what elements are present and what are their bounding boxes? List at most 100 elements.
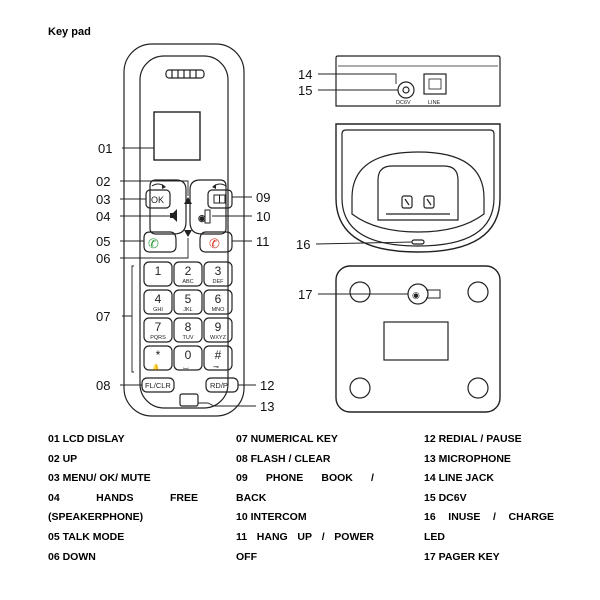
legend-item-07: 07 NUMERICAL KEY xyxy=(236,433,338,445)
legend-item-09-c: BOOK xyxy=(321,472,353,485)
keypad-key[interactable] xyxy=(143,317,173,343)
legend-item-16-cont: LED xyxy=(424,530,445,543)
legend-column-2: 07 NUMERICAL KEY 08 FLASH / CLEAR 09 PHO… xyxy=(236,430,374,567)
legend-item-16-c: / xyxy=(492,511,496,524)
charger-cradle xyxy=(335,123,501,253)
keypad-key[interactable] xyxy=(173,289,203,315)
speaker-icon[interactable] xyxy=(170,209,177,222)
keypad-digit: 8 xyxy=(185,320,192,334)
legend-item-09: 09 PHONE BOOK / xyxy=(236,469,374,489)
ok-label: OK xyxy=(151,195,164,205)
legend-item-16-b: INUSE xyxy=(448,511,481,524)
legend-item-11: 11 HANG UP / POWER xyxy=(236,528,374,548)
keypad-digit: 7 xyxy=(155,320,162,334)
legend-item-16-a: 16 xyxy=(424,511,436,524)
line-jack xyxy=(423,73,447,95)
svg-text:◉: ◉ xyxy=(198,213,206,223)
legend-item-05: 05 TALK MODE xyxy=(48,530,125,543)
callout-16: 16 xyxy=(296,237,310,252)
legend-item-04-cont: (SPEAKERPHONE) xyxy=(48,511,144,524)
callout-10: 10 xyxy=(256,209,270,224)
legend-item-11-e: POWER xyxy=(334,530,374,543)
legend-item-16: 16 INUSE / CHARGE xyxy=(424,508,554,528)
down-arrow-icon[interactable] xyxy=(184,230,192,237)
keypad-digit: 4 xyxy=(155,292,162,306)
base-bottom xyxy=(335,265,501,413)
keypad-letters: ABC xyxy=(182,279,193,285)
legend-item-06: 06 DOWN xyxy=(48,550,96,563)
legend-item-17: 17 PAGER KEY xyxy=(424,550,500,563)
legend-item-11-cont: OFF xyxy=(236,550,257,563)
legend-item-02: 02 UP xyxy=(48,452,78,465)
legend-item-09-b: PHONE xyxy=(265,472,304,485)
legend-item-03: 03 MENU/ OK/ MUTE xyxy=(48,472,151,485)
phonebook-icon[interactable] xyxy=(213,194,226,204)
callout-03: 03 xyxy=(96,192,110,207)
keypad xyxy=(143,261,233,371)
keypad-key[interactable] xyxy=(143,289,173,315)
keypad-key[interactable] xyxy=(203,261,233,287)
callout-15: 15 xyxy=(298,83,312,98)
keypad-letters: PQRS xyxy=(150,335,166,341)
line-label: LINE xyxy=(428,100,441,106)
keypad-key[interactable] xyxy=(203,317,233,343)
callout-07: 07 xyxy=(96,309,110,324)
inuse-charge-led xyxy=(411,239,425,245)
keypad-key[interactable] xyxy=(143,345,173,371)
keypad-digit: 9 xyxy=(215,320,222,334)
dc-label: DC6V xyxy=(396,100,411,106)
keypad-key[interactable] xyxy=(203,289,233,315)
keypad-key[interactable] xyxy=(173,261,203,287)
mute-icon[interactable] xyxy=(151,183,166,189)
keypad-digit: 1 xyxy=(155,264,162,278)
legend-item-04: 04 HANDS FREE xyxy=(48,489,198,509)
callout-12: 12 xyxy=(260,378,274,393)
legend-item-11-c: UP xyxy=(297,530,312,543)
key-lock-icon: ⊸ xyxy=(213,364,219,371)
talk-key[interactable] xyxy=(143,231,177,253)
legend-item-11-a: 11 xyxy=(236,530,248,543)
phone-green-icon: ✆ xyxy=(148,236,159,251)
legend-item-01: 01 LCD DISLAY xyxy=(48,433,125,445)
keypad-key[interactable] xyxy=(173,317,203,343)
intercom-icon[interactable]: ◉ xyxy=(198,209,211,224)
keypad-digit: 2 xyxy=(185,264,192,278)
earpiece xyxy=(165,69,205,79)
keypad-key[interactable] xyxy=(203,345,233,371)
keypad-letters: GHI xyxy=(153,307,163,313)
keypad-key[interactable] xyxy=(173,345,203,371)
legend-item-09-a: 09 xyxy=(236,472,248,485)
lcd-display xyxy=(153,111,201,161)
space-sub-icon: ⌴ xyxy=(183,364,189,371)
back-arrow-icon[interactable] xyxy=(212,183,227,189)
phone-red-icon: ✆ xyxy=(209,236,220,251)
legend-item-08: 08 FLASH / CLEAR xyxy=(236,452,331,465)
keypad-digit: # xyxy=(215,348,222,362)
keypad-letters: WXYZ xyxy=(210,335,227,341)
keypad-letters: DEF xyxy=(213,279,225,285)
fl-clr-label: FL/CLR xyxy=(145,381,171,390)
star-sub-icon: 🔔 xyxy=(152,363,160,371)
callout-05: 05 xyxy=(96,234,110,249)
keypad-digit: 3 xyxy=(215,264,222,278)
keypad-key[interactable] xyxy=(143,261,173,287)
callout-01: 01 xyxy=(98,141,112,156)
page-title: Key pad xyxy=(48,26,91,38)
end-key[interactable] xyxy=(199,231,233,253)
microphone xyxy=(179,393,199,407)
keypad-letters: MNO xyxy=(212,307,226,313)
callout-08: 08 xyxy=(96,378,110,393)
label-plate xyxy=(383,321,449,361)
legend-item-04-b: FREE xyxy=(169,491,198,504)
callout-17: 17 xyxy=(298,287,312,302)
phonebook-key[interactable] xyxy=(207,189,233,209)
keypad-digit: 0 xyxy=(185,348,192,362)
keypad-letters: TUV xyxy=(183,335,194,341)
legend-item-09-cont: BACK xyxy=(236,491,267,504)
dc-jack xyxy=(397,81,415,99)
legend-item-11-b: HANG xyxy=(256,530,288,543)
up-arrow-icon[interactable] xyxy=(184,197,192,204)
legend-column-1: 01 LCD DISLAY 02 UP 03 MENU/ OK/ MUTE 04… xyxy=(48,430,198,567)
keypad-digit: 5 xyxy=(185,292,192,306)
